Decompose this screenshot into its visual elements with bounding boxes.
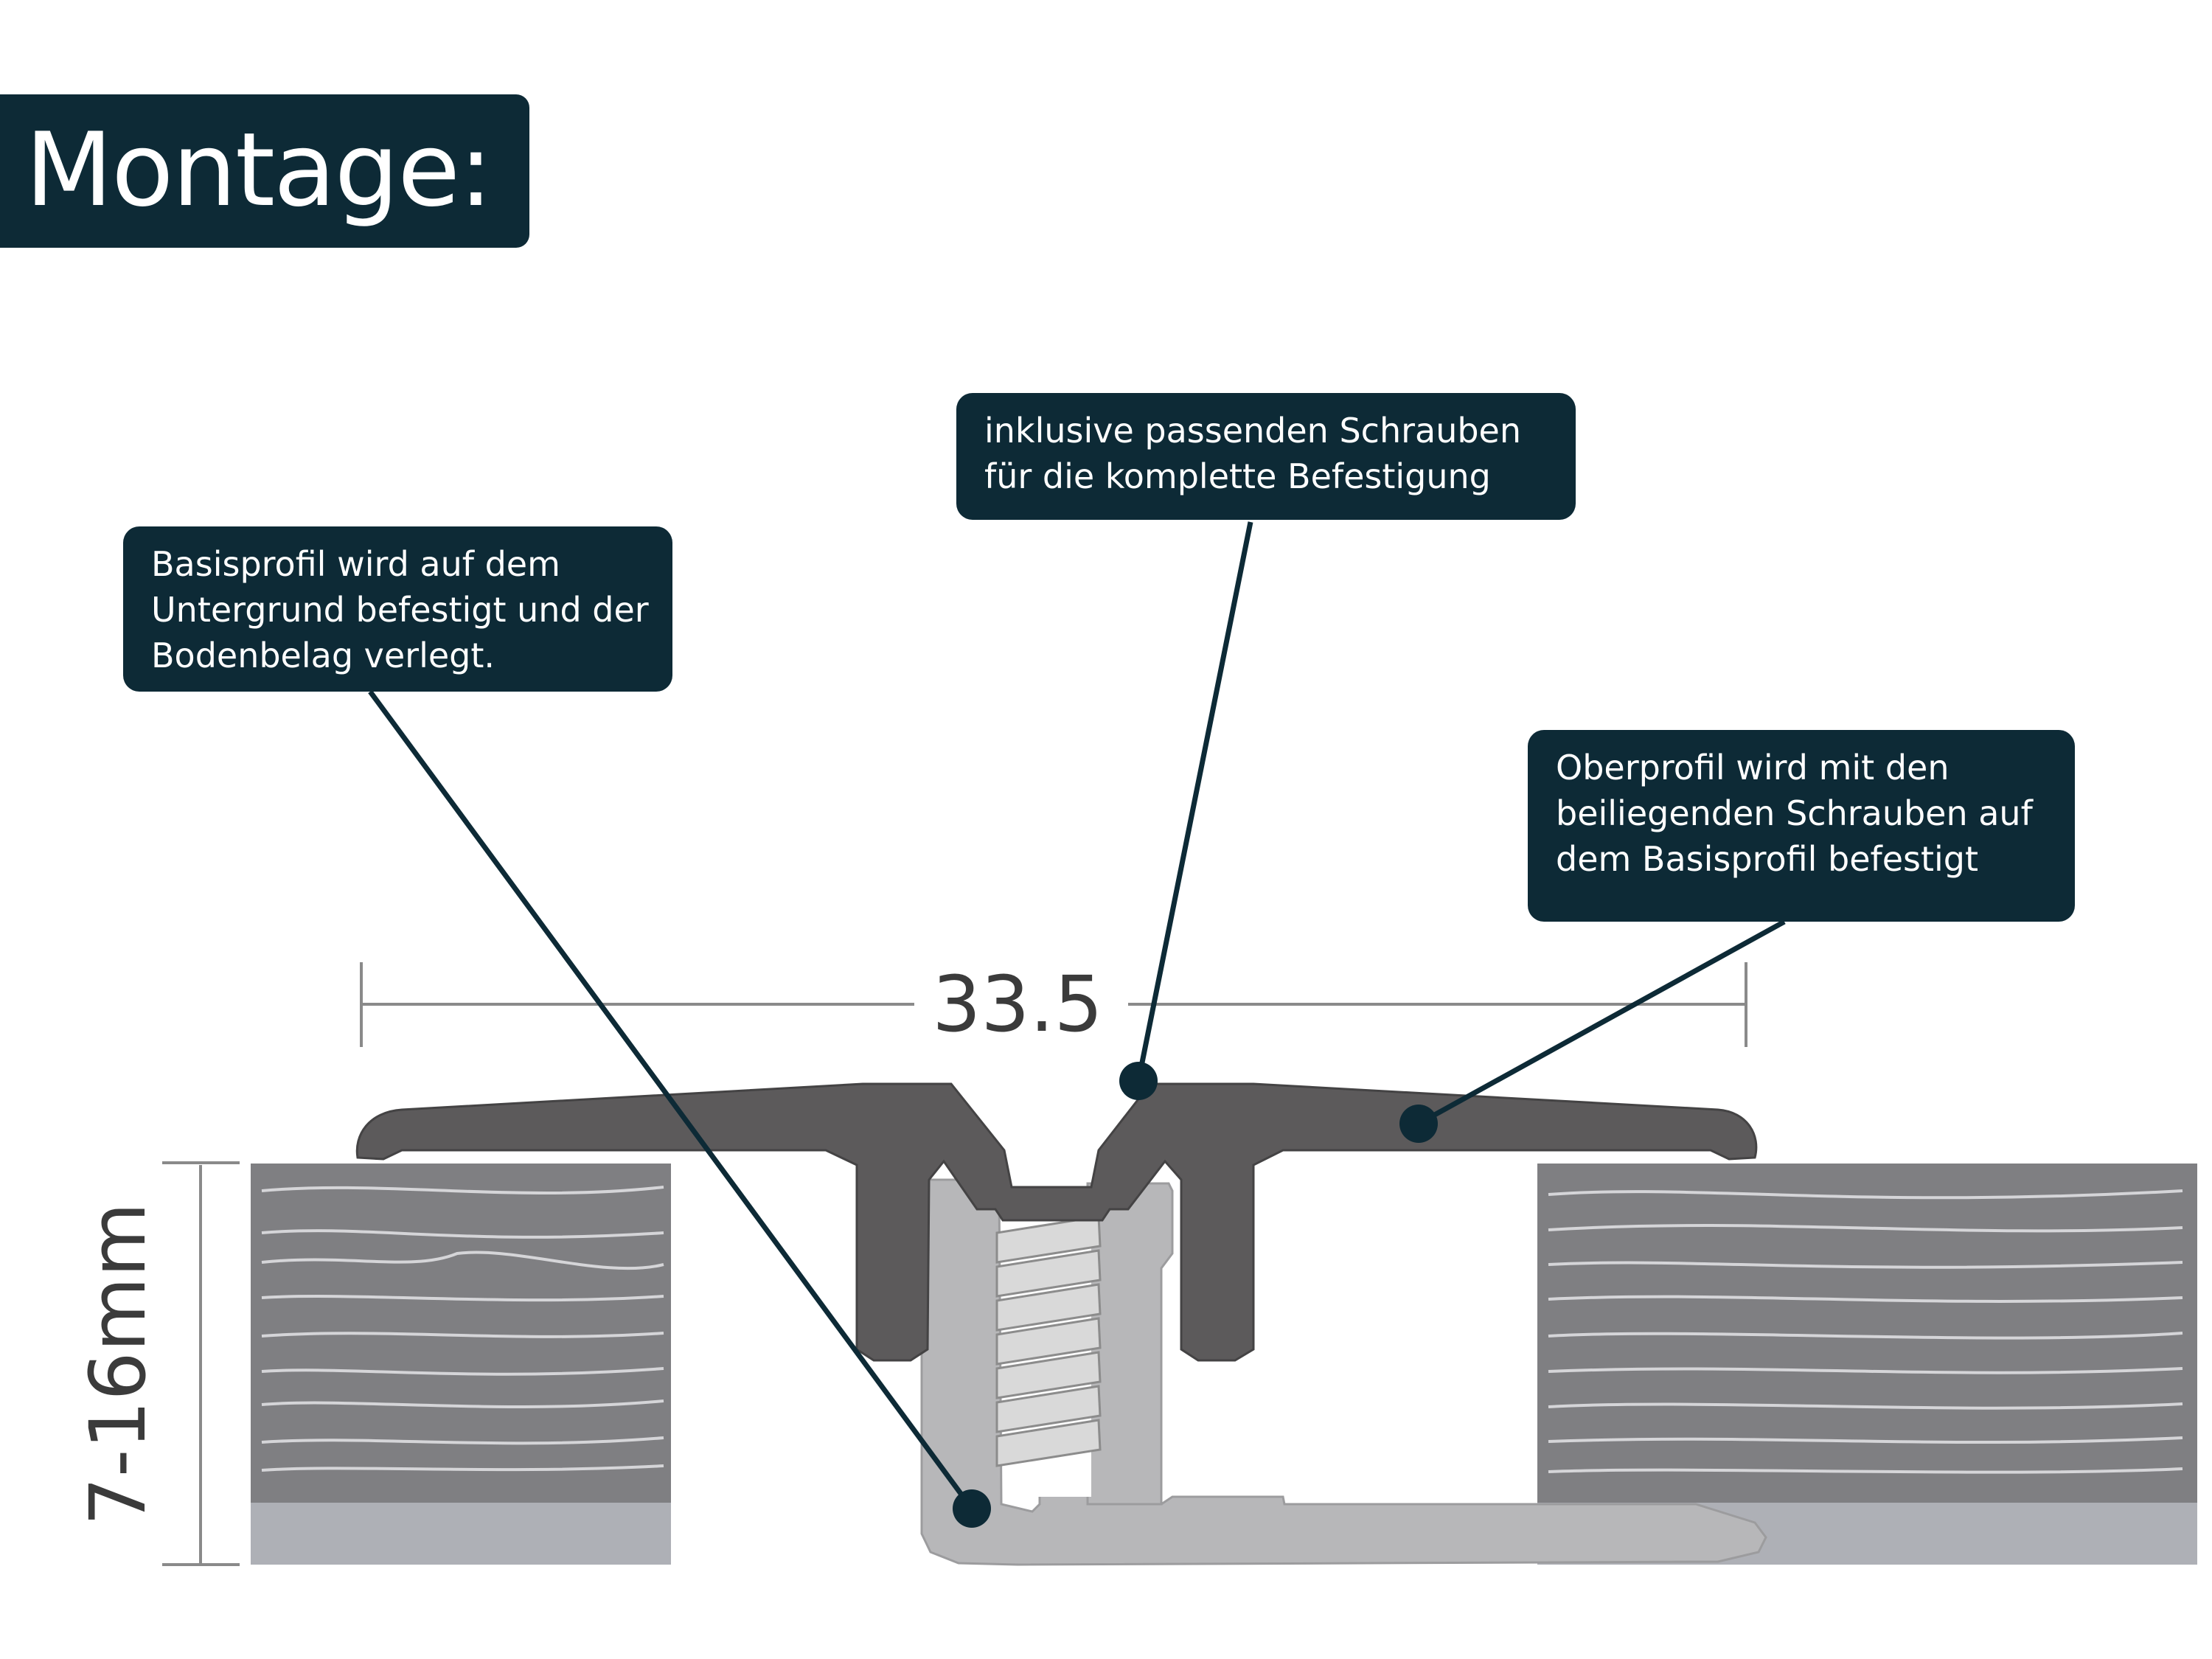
callout-text-line: Basisprofil wird auf dem (151, 544, 560, 584)
screw (995, 1215, 1102, 1497)
callout-schrauben: inklusive passenden Schrauben für die ko… (956, 393, 1576, 520)
callout-text-line: für die komplette Befestigung (984, 456, 1491, 496)
leader-dot-oberprofil (1399, 1105, 1438, 1143)
callout-leaders (368, 521, 1786, 1511)
leader-dot-basisprofil (953, 1489, 991, 1528)
callout-text-line: beiliegenden Schrauben auf (1556, 793, 2033, 833)
page-title: Montage: (25, 111, 493, 229)
callout-basisprofil: Basisprofil wird auf dem Untergrund befe… (123, 526, 672, 692)
floor-covering-left (251, 1164, 671, 1565)
height-dimension (162, 1161, 240, 1566)
leader-dot-schrauben (1119, 1062, 1158, 1100)
base-profile (920, 1178, 1767, 1566)
callout-text-line: Oberprofil wird mit den (1556, 748, 1950, 787)
top-profile (355, 1082, 1758, 1362)
callout-text-line: dem Basisprofil befestigt (1556, 839, 1979, 879)
title-banner: Montage: (0, 94, 529, 248)
height-label: 7-16mm (73, 1203, 163, 1526)
callout-text-line: inklusive passenden Schrauben (984, 411, 1522, 451)
callout-text-line: Untergrund befestigt und der (151, 590, 649, 630)
width-dimension (360, 962, 1747, 1047)
width-label: 33.5 (932, 959, 1103, 1049)
callout-oberprofil: Oberprofil wird mit den beiliegenden Sch… (1528, 730, 2075, 922)
floor-covering-right (1537, 1164, 2197, 1565)
callout-text-line: Bodenbelag verlegt. (151, 636, 495, 675)
